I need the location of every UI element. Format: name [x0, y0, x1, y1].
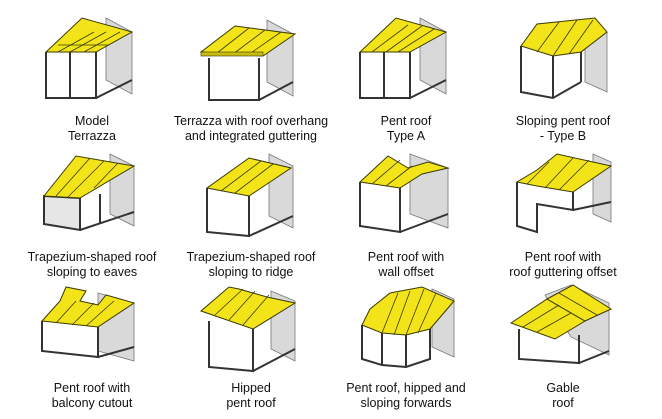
caption-line: sloping to eaves [46, 265, 138, 279]
trapezium-roof-eaves-icon [43, 153, 136, 232]
caption-line: sloping to ridge [208, 265, 294, 279]
model-caption: Model Terrazza [7, 114, 177, 144]
model-tile[interactable]: Gable roof [488, 283, 638, 419]
model-tile[interactable]: Hipped pent roof [176, 283, 326, 419]
sloping-pent-roof-type-b-icon [520, 17, 608, 100]
pent-roof-hipped-sloping-icon [361, 286, 455, 369]
model-caption: Pent roof with balcony cutout [7, 381, 177, 411]
caption-line: sloping forwards [360, 396, 452, 410]
pent-roof-balcony-cutout-icon [40, 286, 136, 362]
caption-line: Gable [546, 381, 580, 395]
caption-line: Sloping pent roof [515, 114, 611, 128]
caption-line: Trapezium-shaped roof [27, 250, 157, 264]
caption-line: Terrazza [68, 129, 116, 143]
model-tile[interactable]: Sloping pent roof - Type B [488, 16, 638, 152]
caption-line: roof guttering offset [509, 265, 617, 279]
caption-line: - Type B [539, 129, 587, 143]
model-caption: Pent roof with roof guttering offset [478, 250, 648, 280]
caption-line: Trapezium-shaped roof [186, 250, 316, 264]
caption-line: and integrated guttering [184, 129, 318, 143]
model-tile[interactable]: Model Terrazza [17, 16, 167, 152]
hipped-pent-roof-icon [200, 286, 297, 373]
model-caption: Trapezium-shaped roof sloping to eaves [7, 250, 177, 280]
caption-line: roof [552, 396, 574, 410]
model-tile[interactable]: Pent roof Type A [331, 16, 481, 152]
pent-roof-gutter-offset-icon [515, 153, 613, 234]
pent-roof-wall-offset-icon [358, 153, 450, 234]
pent-roof-type-a-icon [358, 17, 448, 99]
model-tile[interactable]: Pent roof with wall offset [331, 152, 481, 288]
model-caption: Hipped pent roof [166, 381, 336, 411]
caption-line: Pent roof with [53, 381, 131, 395]
model-caption: Pent roof Type A [321, 114, 491, 144]
caption-line: Model [74, 114, 110, 128]
model-caption: Gable roof [478, 381, 648, 411]
caption-line: Type A [386, 129, 426, 143]
model-tile[interactable]: Pent roof with roof guttering offset [488, 152, 638, 288]
model-caption: Pent roof, hipped and sloping forwards [321, 381, 491, 411]
terrazza-icon [44, 17, 134, 99]
model-caption: Pent roof with wall offset [321, 250, 491, 280]
caption-line: Pent roof, hipped and [346, 381, 466, 395]
caption-line: Pent roof with [524, 250, 602, 264]
model-tile[interactable]: Pent roof with balcony cutout [17, 283, 167, 419]
caption-line: pent roof [226, 396, 276, 410]
caption-line: Pent roof [380, 114, 432, 128]
model-tile[interactable]: Terrazza with roof overhang and integrat… [174, 16, 328, 152]
model-tile[interactable]: Pent roof, hipped and sloping forwards [331, 283, 481, 419]
model-tile[interactable]: Trapezium-shaped roof sloping to ridge [176, 152, 326, 288]
trapezium-roof-ridge-icon [205, 153, 294, 238]
caption-line: Terrazza with roof overhang [173, 114, 329, 128]
caption-line: Pent roof with [367, 250, 445, 264]
model-caption: Terrazza with roof overhang and integrat… [166, 114, 336, 144]
caption-line: wall offset [378, 265, 434, 279]
gable-roof-icon [509, 284, 613, 365]
model-caption: Sloping pent roof - Type B [478, 114, 648, 144]
model-tile[interactable]: Trapezium-shaped roof sloping to eaves [17, 152, 167, 288]
terrazza-overhang-icon [199, 19, 297, 101]
caption-line: Hipped [231, 381, 271, 395]
caption-line: balcony cutout [51, 396, 133, 410]
model-caption: Trapezium-shaped roof sloping to ridge [166, 250, 336, 280]
